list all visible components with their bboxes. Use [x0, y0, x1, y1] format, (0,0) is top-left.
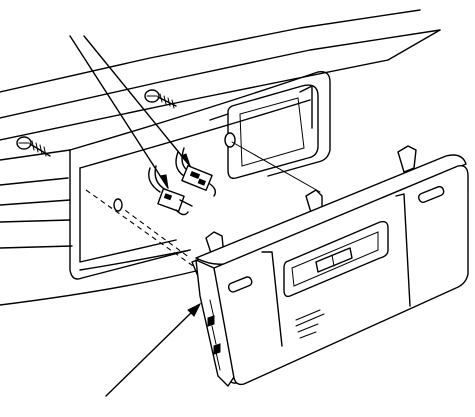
connector-b [148, 165, 193, 216]
dashboard-housing [0, 9, 441, 306]
screw-lower [16, 136, 51, 157]
callout-leader-panel [105, 302, 202, 397]
screw-upper [144, 89, 177, 109]
guide-line-panel [231, 141, 321, 193]
recess-frame [209, 84, 319, 180]
callout-leaders-connectors [69, 35, 191, 189]
alignment-guides [85, 189, 197, 269]
connector-a [175, 147, 217, 197]
control-panel [191, 145, 469, 387]
